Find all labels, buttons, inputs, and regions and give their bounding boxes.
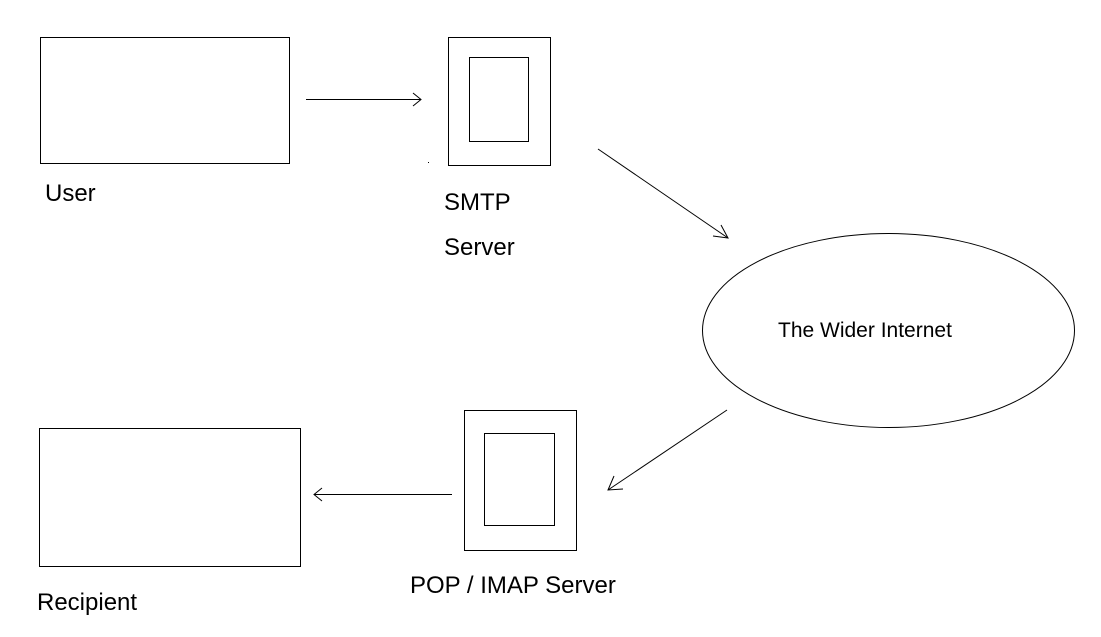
smtp-server-label-line1: SMTP [444, 189, 511, 216]
pop-imap-server-inner-box [484, 433, 555, 526]
recipient-label: Recipient [37, 589, 138, 616]
arrow-pop-imap-to-recipient [313, 487, 452, 502]
internet-ellipse [702, 233, 1075, 428]
smtp-server-label-line2: Server [444, 234, 515, 261]
arrow-internet-to-pop-imap [607, 409, 728, 491]
arrow-smtp-to-internet [597, 148, 729, 239]
smtp-server-outer-box [448, 37, 551, 166]
pop-imap-server-outer-box [464, 410, 577, 551]
pop-imap-server-label: POP / IMAP Server [410, 572, 616, 599]
smtp-server-inner-box [469, 57, 529, 142]
stray-dot [428, 162, 429, 163]
internet-label: The Wider Internet [778, 319, 952, 342]
user-label: User [45, 180, 96, 207]
arrow-user-to-smtp [306, 92, 422, 107]
user-box [40, 37, 290, 164]
recipient-box [39, 428, 301, 567]
